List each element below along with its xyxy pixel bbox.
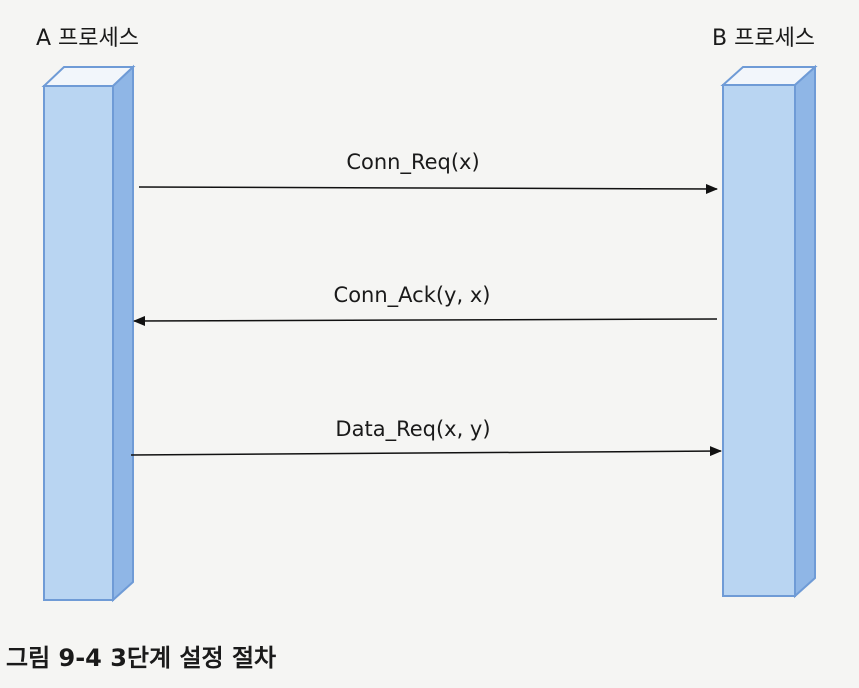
- figure-caption: 그림 9-4 3단계 설정 절차: [6, 644, 277, 672]
- process-a-bar: [41, 64, 136, 603]
- arrow-data-req: [130, 446, 722, 457]
- arrow-conn-req: [138, 183, 718, 194]
- message-conn-ack: Conn_Ack(y, x): [333, 283, 491, 307]
- message-data-req: Data_Req(x, y): [335, 417, 491, 441]
- process-b-label: B 프로세스: [712, 26, 816, 51]
- process-a-label: A 프로세스: [36, 26, 140, 51]
- message-conn-req: Conn_Req(x): [346, 150, 480, 174]
- process-b-bar: [720, 64, 818, 599]
- arrow-conn-ack: [133, 315, 718, 326]
